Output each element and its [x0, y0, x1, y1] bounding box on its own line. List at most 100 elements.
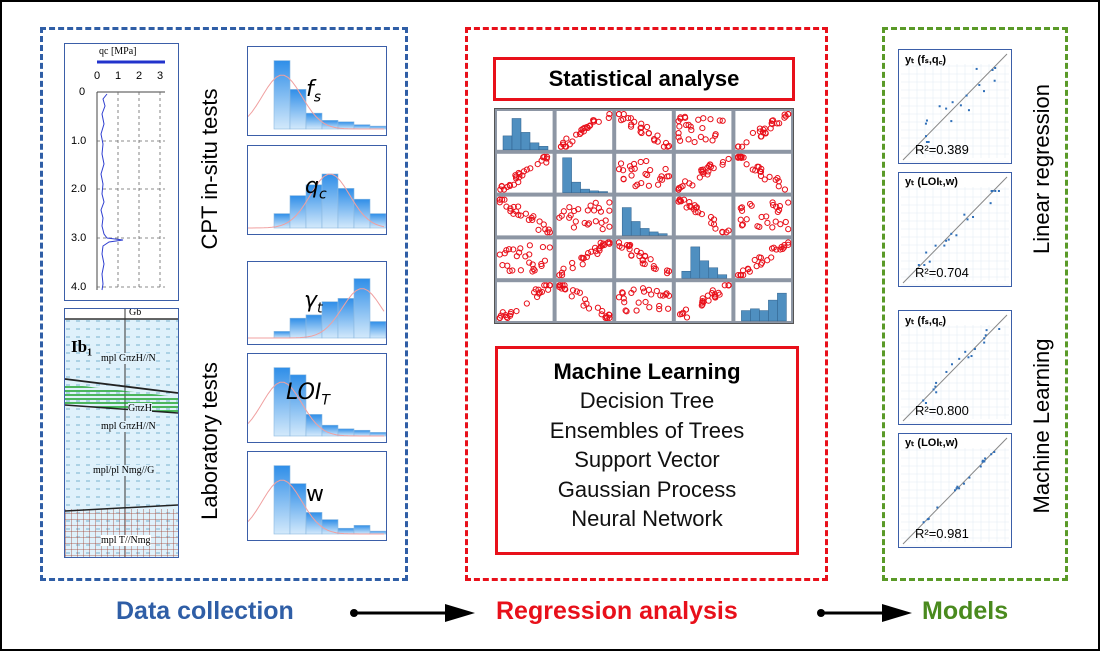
- matrix-point: [587, 202, 594, 209]
- model-point: [927, 141, 930, 143]
- matrix-point: [653, 287, 660, 295]
- regression-analysis-footer: Regression analysis: [496, 597, 738, 625]
- matrix-point: [676, 137, 684, 144]
- matrix-point: [766, 173, 773, 180]
- matrix-point: [665, 292, 673, 299]
- histogram-label-loi: LOIT: [286, 380, 330, 408]
- matrix-point: [699, 298, 706, 305]
- matrix-point: [576, 130, 584, 138]
- model-point: [966, 218, 969, 221]
- model-point: [967, 109, 970, 112]
- matrix-point: [756, 168, 764, 175]
- matrix-point: [557, 143, 565, 150]
- matrix-point: [665, 305, 672, 312]
- matrix-point: [738, 207, 746, 214]
- matrix-point: [513, 173, 520, 180]
- matrix-point: [506, 181, 513, 189]
- model-point: [978, 84, 981, 87]
- matrix-point: [712, 294, 719, 301]
- matrix-point: [686, 202, 693, 210]
- model-point: [983, 337, 986, 340]
- matrix-point: [534, 293, 541, 301]
- histogram-var: LOI: [286, 380, 322, 405]
- matrix-point: [747, 200, 754, 208]
- matrix-point: [543, 153, 551, 161]
- matrix-point: [569, 287, 577, 294]
- matrix-point: [637, 128, 644, 136]
- cpt-x-tick: 2: [136, 70, 143, 82]
- linear-regression-label: Linear regression: [1029, 84, 1054, 254]
- matrix-point: [751, 256, 758, 264]
- matrix-hist-bar: [699, 260, 710, 279]
- matrix-point: [774, 175, 781, 182]
- matrix-point: [773, 246, 780, 253]
- matrix-point: [737, 216, 744, 223]
- matrix-point: [764, 219, 771, 226]
- matrix-point: [572, 218, 579, 225]
- matrix-point: [738, 154, 745, 161]
- histogram-bar: [369, 321, 386, 339]
- model-point: [956, 485, 959, 488]
- matrix-point: [681, 178, 689, 185]
- model-point: [997, 190, 1000, 192]
- matrix-point: [580, 302, 587, 309]
- matrix-point: [615, 294, 623, 301]
- matrix-point: [764, 257, 771, 264]
- histogram-bar: [289, 89, 307, 130]
- matrix-point: [567, 212, 574, 219]
- scatter-matrix-svg: [496, 111, 792, 322]
- matrix-point: [662, 139, 670, 147]
- matrix-point: [675, 184, 683, 192]
- model-title: yₜ (LOIₜ,w): [905, 176, 958, 188]
- matrix-point: [539, 243, 547, 251]
- model-r2: R²=0.981: [915, 526, 969, 541]
- matrix-point: [590, 207, 598, 214]
- matrix-point: [538, 288, 546, 296]
- matrix-point: [606, 314, 613, 321]
- matrix-point: [769, 201, 777, 209]
- model-point: [923, 264, 926, 266]
- laboratory-tests-label: Laboratory tests: [197, 362, 222, 520]
- ml-method: Decision Tree: [579, 388, 715, 413]
- model-point: [993, 451, 996, 453]
- matrix-point: [523, 166, 530, 173]
- matrix-point: [665, 173, 673, 180]
- model-point: [998, 328, 1001, 330]
- matrix-hist-bar: [529, 142, 540, 151]
- matrix-point: [623, 308, 630, 315]
- matrix-point: [581, 296, 589, 303]
- model-point: [968, 476, 971, 479]
- models-section: [882, 27, 1068, 581]
- matrix-point: [541, 257, 549, 264]
- histogram-bars: [248, 60, 386, 130]
- model-title: yₜ (LOIₜ,w): [905, 437, 958, 449]
- cpt-y-tick: 4.0: [71, 281, 87, 293]
- model-point: [928, 260, 931, 263]
- matrix-point: [526, 259, 533, 266]
- histogram-bar: [369, 432, 386, 437]
- matrix-point: [699, 124, 706, 132]
- matrix-point: [692, 209, 699, 216]
- matrix-point: [592, 199, 599, 206]
- matrix-point: [688, 126, 695, 134]
- matrix-point: [660, 292, 667, 299]
- matrix-point: [719, 161, 726, 168]
- matrix-point: [584, 207, 591, 214]
- matrix-point: [712, 131, 719, 138]
- model-point: [955, 234, 958, 237]
- matrix-point: [760, 126, 767, 133]
- matrix-point: [588, 248, 595, 255]
- matrix-hist-bar: [708, 267, 719, 279]
- matrix-point: [782, 218, 789, 226]
- model-point: [991, 190, 994, 192]
- matrix-point: [745, 266, 752, 273]
- model-point: [924, 135, 927, 138]
- model-point: [958, 357, 961, 360]
- matrix-point: [559, 271, 566, 279]
- histogram-w: w: [247, 451, 387, 541]
- matrix-point: [662, 165, 669, 173]
- matrix-point: [496, 199, 503, 206]
- histogram-label-w: w: [306, 482, 324, 507]
- identity-line: [902, 176, 1008, 284]
- matrix-point: [685, 136, 692, 143]
